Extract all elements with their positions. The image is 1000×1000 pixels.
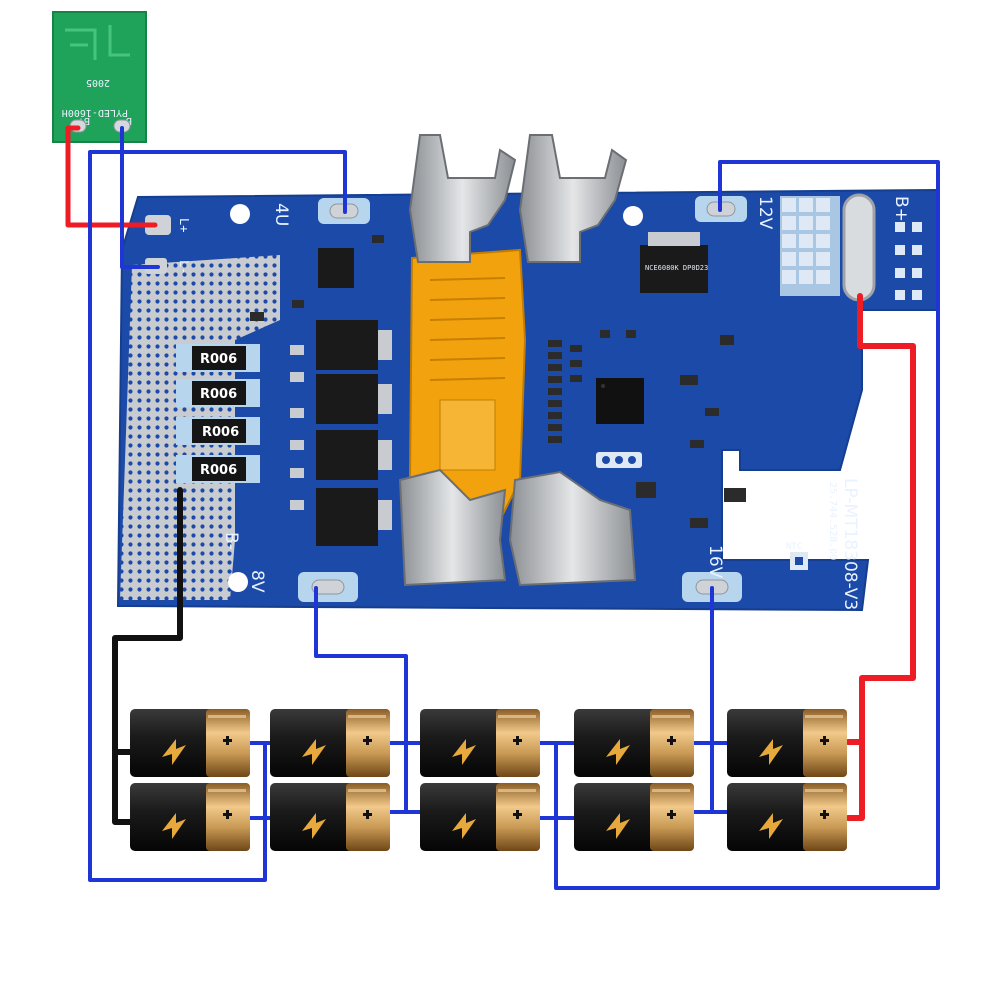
battery-cell [270, 783, 390, 851]
resistor-label: R006 [200, 387, 237, 402]
board-model-label: LP-MT18308-V3 [840, 478, 860, 610]
jumper-4-5 [692, 741, 714, 814]
wire-blue-led [120, 126, 160, 269]
resistor-label: R006 [202, 425, 239, 440]
jumper-3-4 [538, 741, 558, 820]
battery-cell [420, 783, 540, 851]
smd-components [250, 235, 746, 528]
wire-sense-8v [314, 586, 408, 814]
wire-negative [112, 487, 183, 825]
label-l-minus: L- [177, 260, 191, 274]
mount-hole [228, 572, 248, 592]
wire-red-led [65, 125, 158, 228]
label-ntc: NTC [786, 542, 802, 552]
shunt-resistors: R006 R006 R006 R006 [176, 344, 260, 483]
battery-cell [270, 709, 390, 777]
resistor-label: R006 [200, 352, 237, 367]
wiring [65, 125, 940, 890]
wire-sense-12v [554, 160, 940, 890]
mosfet-array [290, 248, 392, 546]
wire-positive [845, 293, 916, 821]
battery-cell [420, 709, 540, 777]
led-module-text-2: 2005 [86, 77, 110, 88]
battery-cell [727, 783, 847, 851]
label-b-minus: B- [221, 532, 241, 550]
regulator-chip [640, 245, 708, 293]
label-8v: 8V [247, 570, 267, 593]
label-16v: 16V [705, 545, 725, 579]
label-l-plus: L+ [177, 218, 191, 232]
battery-cell [130, 709, 250, 777]
board-part-number: 25.744.528.00 [827, 482, 838, 560]
pad-b-plus-holes [895, 222, 922, 300]
battery-pack [130, 709, 847, 851]
wire-sense-4v [88, 150, 347, 882]
mount-hole [230, 204, 250, 224]
label-4v: 4U [271, 203, 291, 226]
mount-hole [623, 206, 643, 226]
balance-pad-grid [780, 196, 840, 296]
battery-cell [130, 783, 250, 851]
resistor-label: R006 [200, 463, 237, 478]
battery-cell [574, 783, 694, 851]
label-b-plus: B+ [891, 196, 911, 222]
bms-board: R006 R006 R006 R006 [116, 134, 939, 612]
pad-l-plus [145, 215, 171, 235]
mount-hole [790, 484, 810, 504]
led-indicator-module: PYLED-1600H 2005 B+ B- [52, 11, 147, 143]
pad-b-plus-big [842, 193, 876, 302]
label-12v: 12V [755, 196, 775, 230]
led-pad-label-b-plus: B+ [78, 115, 90, 126]
jumper-2-3 [388, 741, 408, 814]
chip-marking: NCE6080K DP0D23 [645, 264, 708, 272]
battery-cell [727, 709, 847, 777]
status-pads [596, 452, 642, 468]
power-terminals [398, 134, 637, 587]
battery-cell [574, 709, 694, 777]
led-pcb [52, 11, 147, 143]
battery-connector [408, 248, 527, 521]
jumper-1-2 [248, 741, 267, 820]
led-module-text-1: PYLED-1600H [62, 107, 128, 118]
